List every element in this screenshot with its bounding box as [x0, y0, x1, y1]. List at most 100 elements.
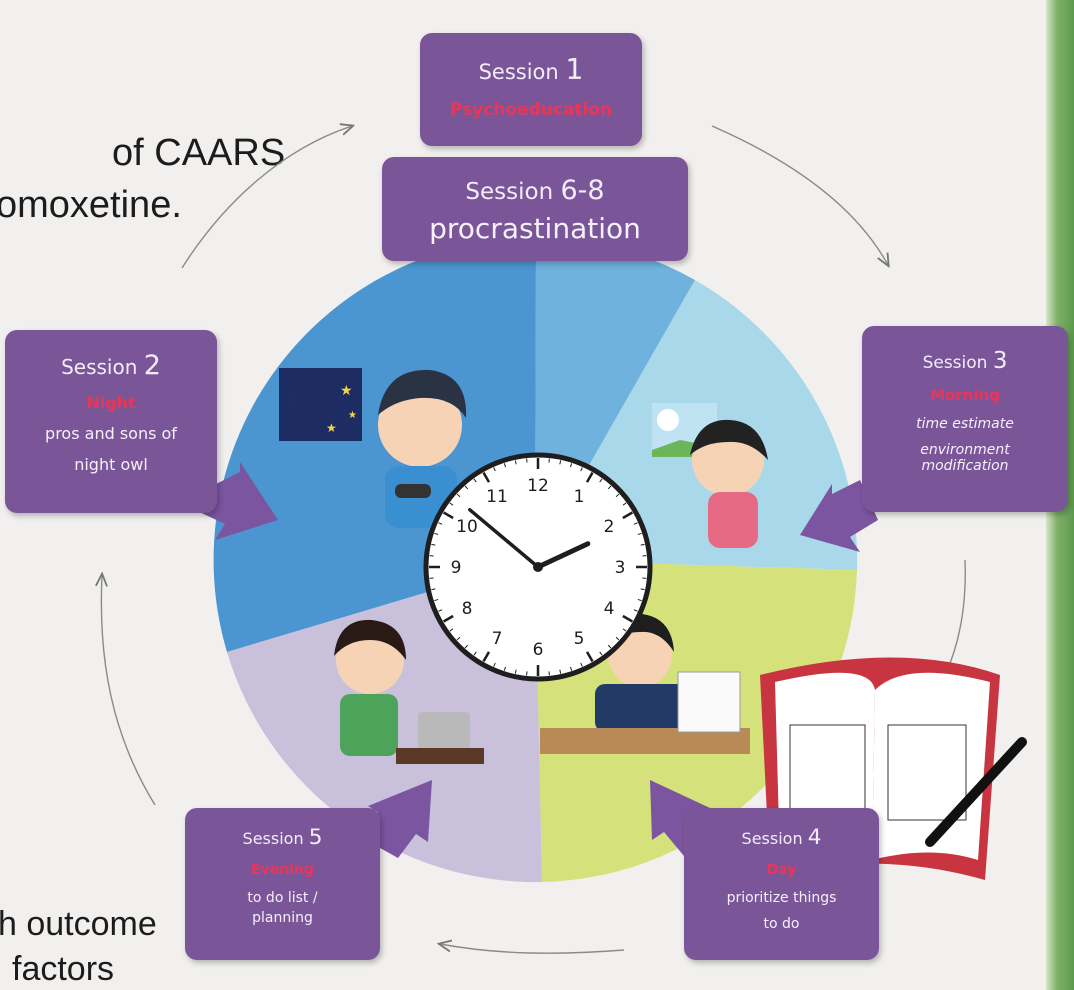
session-3-card: Session 3 Morning time estimate environm… [862, 326, 1068, 512]
clock-tick [434, 598, 439, 602]
arrow-session-2-to-night [195, 462, 278, 540]
clock-tick [449, 628, 454, 632]
poster-text-line-4: factors [12, 950, 115, 988]
clock-tick [559, 460, 562, 465]
clock-tick [580, 467, 583, 472]
session-3-description-line-3: modification [921, 458, 1009, 474]
gamer-boy-illustration [378, 369, 467, 528]
clock-tick [456, 493, 461, 498]
arrow-session-3-to-morning [800, 480, 878, 552]
session-6-8-description: procrastination [429, 212, 641, 245]
clock-tick [503, 666, 507, 671]
session-1-topic: Psychoeducation [449, 100, 613, 120]
clock-tick [473, 651, 477, 656]
svg-text:★: ★ [326, 421, 337, 435]
poster-text-line-1: of CAARS [112, 132, 286, 174]
session-5-description-line-1: to do list / [247, 890, 318, 906]
clock-number: 6 [533, 640, 544, 660]
clock-tick [633, 609, 638, 612]
clock-number: 3 [615, 558, 626, 578]
night-sky-picture: ★ ★ ★ [279, 368, 362, 441]
clock-tick [599, 478, 603, 483]
session-5-label: Session [242, 829, 304, 848]
session-5-card: Session 5 Evening to do list / planning [185, 808, 380, 960]
clock-number: 10 [456, 517, 478, 537]
cycle-arrow-2-to-1 [181, 126, 352, 269]
session-4-number: 4 [807, 825, 822, 850]
clock-tick [514, 669, 517, 674]
clock-tick [493, 662, 496, 667]
session-2-number: 2 [143, 350, 161, 381]
clock-tick [473, 478, 477, 483]
clock-tick [431, 588, 436, 591]
clock-tick [607, 485, 612, 490]
clock-tick [434, 532, 439, 536]
cycle-arrow-4-to-5 [440, 944, 625, 954]
clock-tick [442, 614, 454, 623]
session-1-number: 1 [565, 53, 584, 86]
clock-number: 2 [604, 517, 615, 537]
clock-number: 7 [492, 629, 503, 649]
clock-number: 9 [451, 558, 462, 578]
clock-tick [464, 485, 469, 490]
session-5-topic: Evening [251, 862, 314, 878]
clock-tick [585, 651, 594, 663]
clock-tick [431, 543, 436, 546]
clock-number: 5 [574, 629, 585, 649]
clock-hour-hand [535, 541, 591, 570]
clock-tick [569, 463, 573, 468]
session-2-description-line-2: night owl [74, 455, 148, 474]
clock-tick [615, 493, 620, 498]
clock-minute-hand [468, 508, 540, 569]
clock-tick [607, 644, 612, 649]
session-3-description-line-2: environment [920, 442, 1010, 458]
clock-tick [622, 628, 627, 632]
clock-ticks [429, 458, 647, 676]
clock-tick [569, 666, 573, 671]
session-6-8-label: Session [465, 179, 554, 205]
clock-tick [464, 644, 469, 649]
clock-tick [449, 502, 454, 506]
session-6-8-card: Session 6-8 procrastination [382, 157, 688, 261]
svg-text:★: ★ [340, 383, 353, 399]
clock-tick [615, 636, 620, 641]
clock-tick [622, 511, 634, 520]
clock-tick [493, 467, 496, 472]
session-6-8-number: 6-8 [560, 175, 605, 206]
session-2-label: Session [61, 355, 138, 379]
clock-number: 12 [527, 476, 549, 496]
sleepy-girl-illustration [690, 419, 768, 548]
session-3-label: Session [922, 353, 988, 373]
clock-number: 11 [486, 487, 508, 507]
session-4-topic: Day [766, 862, 797, 878]
session-4-description-line-2: to do [763, 916, 800, 932]
cycle-arrow-5-to-2 [101, 575, 156, 806]
clock-tick [637, 598, 642, 602]
clock-tick [633, 522, 638, 525]
cooking-woman-illustration [334, 619, 484, 764]
session-3-topic: Morning [930, 386, 1000, 404]
session-4-description-line-1: prioritize things [726, 890, 837, 906]
clock-tick [622, 502, 627, 506]
svg-text:★: ★ [348, 410, 357, 421]
poster-text-line-2: omoxetine. [0, 184, 182, 226]
session-2-card: Session 2 Night pros and sons of night o… [5, 330, 217, 513]
session-2-topic: Night [86, 393, 136, 412]
clock-tick [442, 511, 454, 520]
clock-tick [585, 471, 594, 483]
clock-tick [482, 471, 491, 483]
cycle-arrow-1-to-3 [711, 125, 888, 265]
session-5-description-line-2: planning [252, 910, 313, 926]
session-4-card: Session 4 Day prioritize things to do [684, 808, 879, 960]
session-2-description-line-1: pros and sons of [45, 424, 177, 443]
session-4-label: Session [741, 829, 803, 848]
clock-tick [637, 532, 642, 536]
clock-tick [559, 669, 562, 674]
clock-number: 4 [604, 599, 615, 619]
clock-tick [482, 651, 491, 663]
clock-tick [622, 614, 634, 623]
clock-tick [438, 522, 443, 525]
clock-tick [580, 662, 583, 667]
